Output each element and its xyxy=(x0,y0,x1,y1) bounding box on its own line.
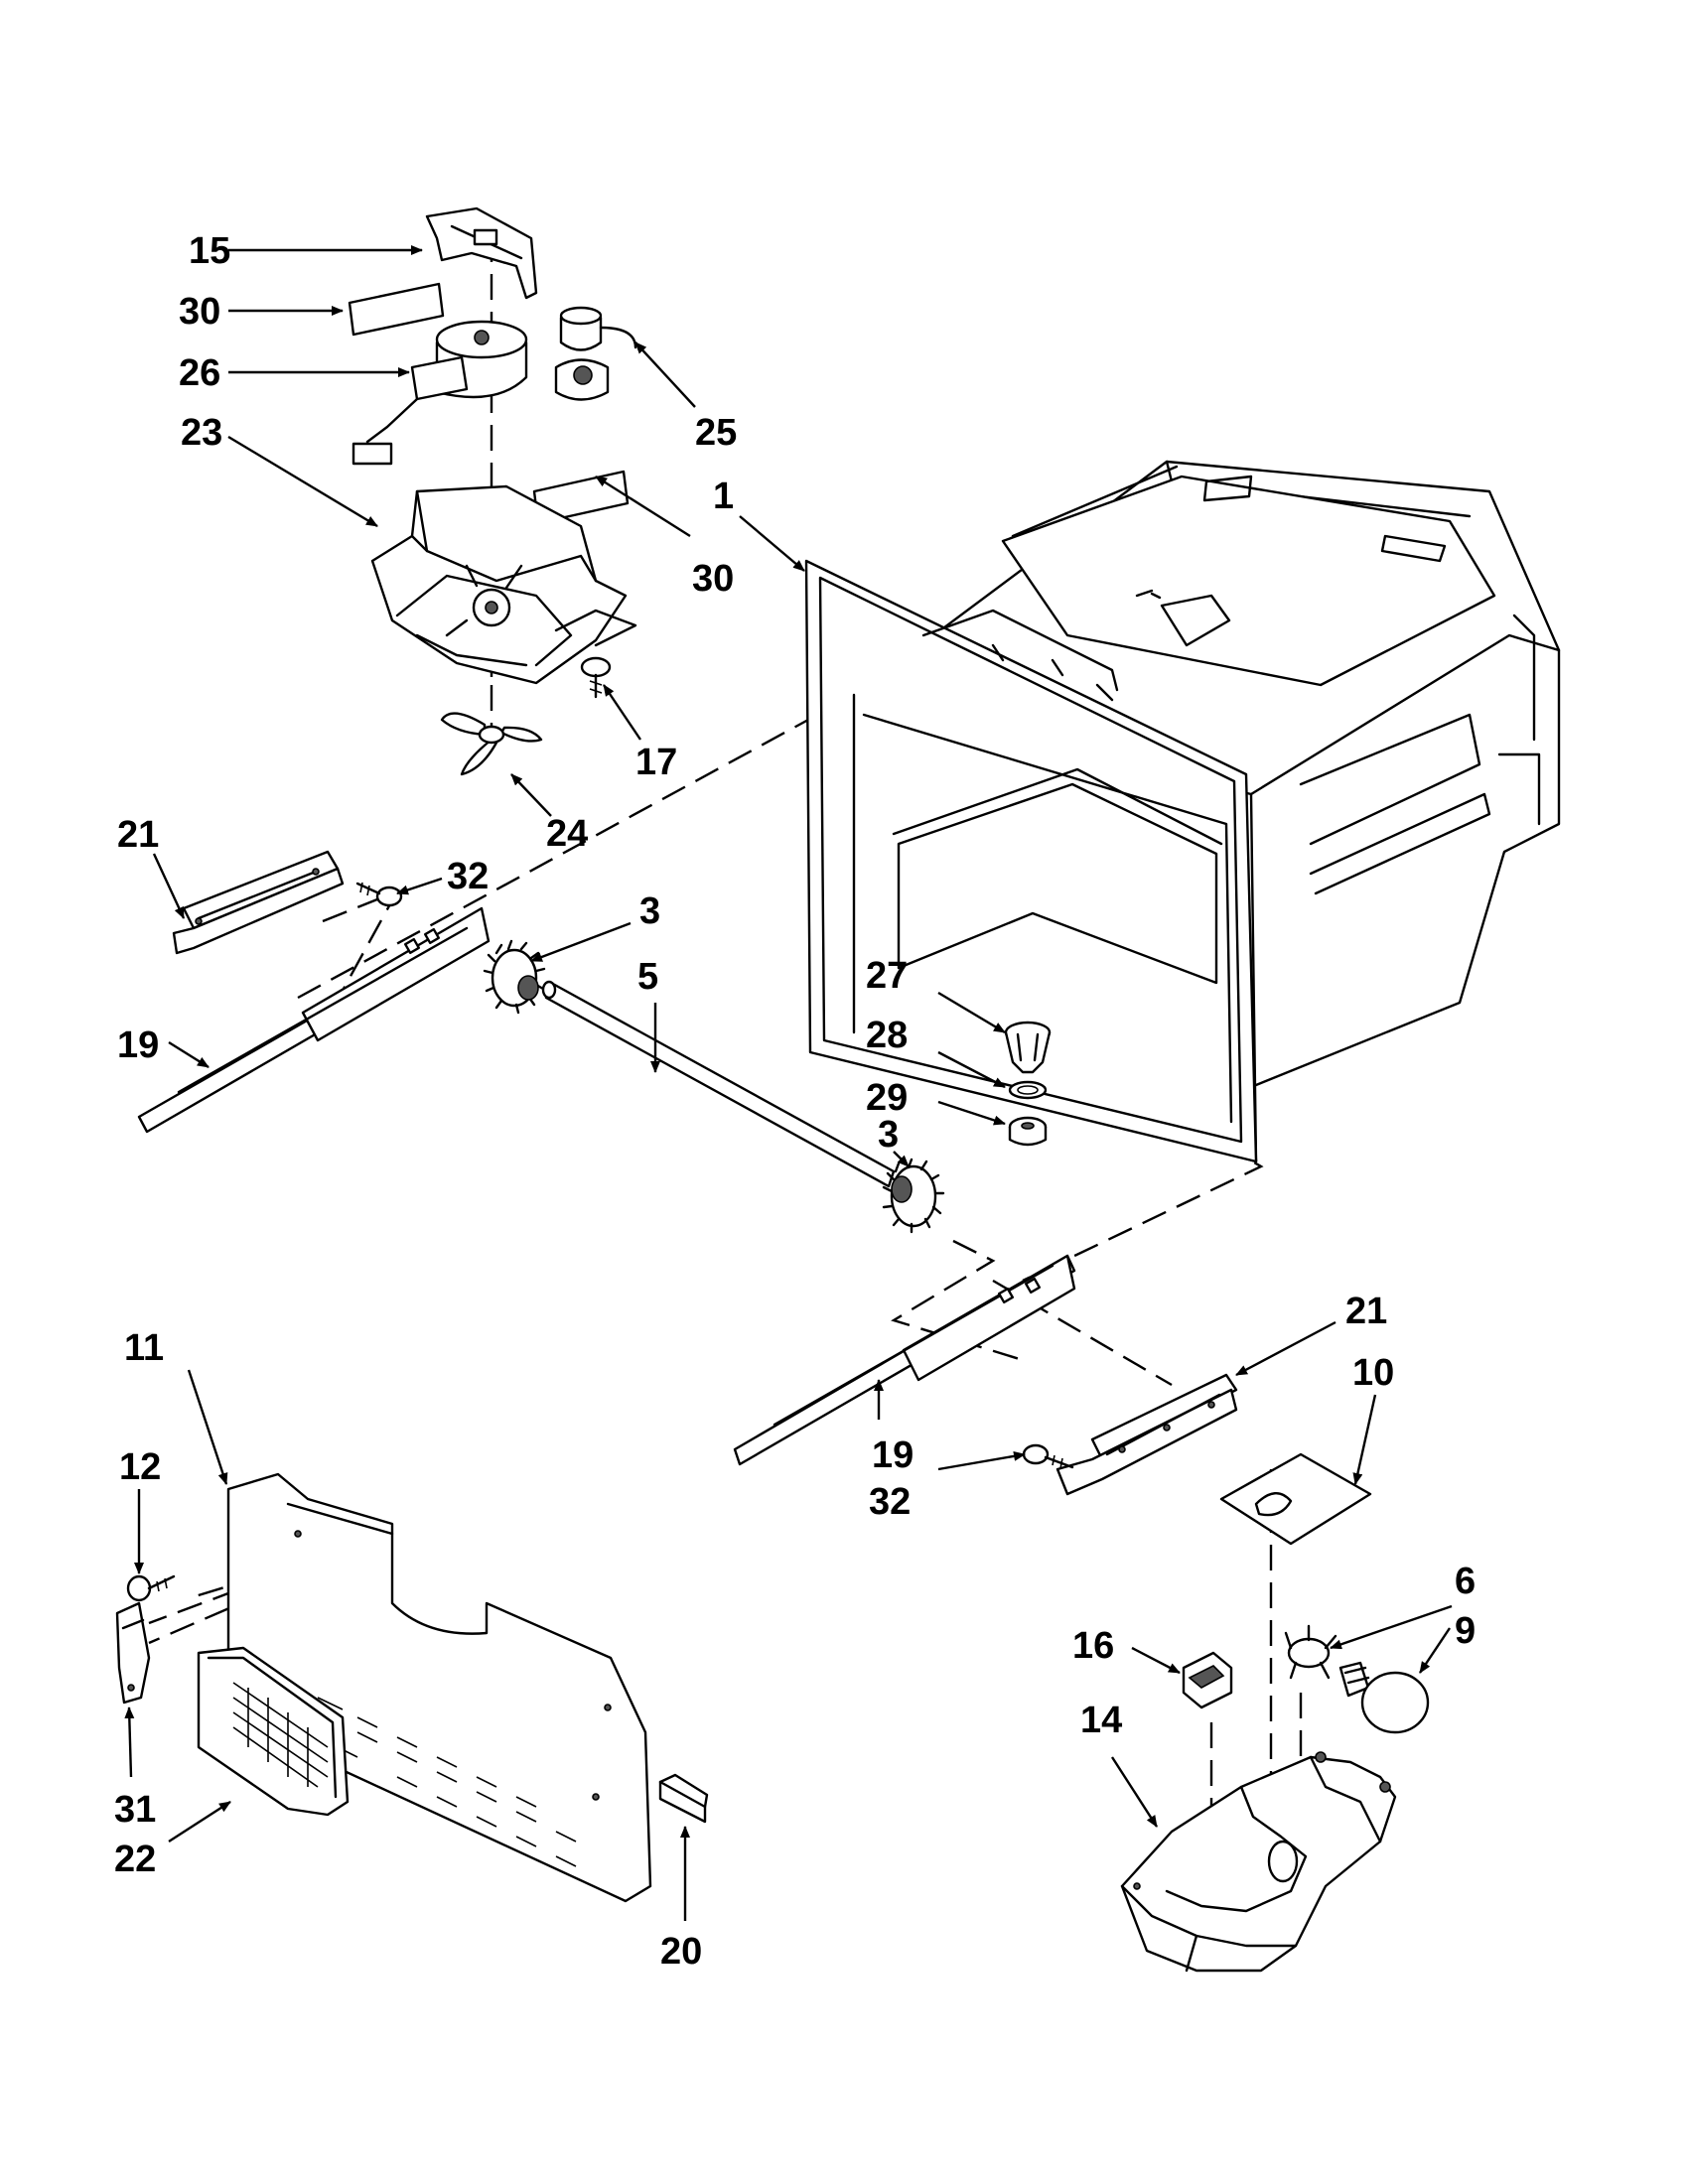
callout-27: 27 xyxy=(866,955,908,997)
wheel-29 xyxy=(1008,1116,1048,1147)
gear-left xyxy=(483,939,546,1015)
fan-housing xyxy=(370,484,637,685)
thermistor xyxy=(554,306,637,401)
light-housing-14 xyxy=(1120,1751,1397,1973)
callout-12: 12 xyxy=(119,1446,161,1488)
callout-30b: 30 xyxy=(692,558,734,600)
light-socket-6 xyxy=(1284,1624,1337,1680)
callout-20: 20 xyxy=(660,1931,702,1973)
caster-27 xyxy=(1004,1021,1052,1074)
callout-28: 28 xyxy=(866,1015,908,1056)
washer-28 xyxy=(1008,1080,1048,1100)
callout-31: 31 xyxy=(114,1789,156,1831)
callout-16: 16 xyxy=(1072,1625,1114,1667)
callout-14: 14 xyxy=(1080,1700,1122,1741)
callout-30: 30 xyxy=(179,291,220,333)
callout-21b: 21 xyxy=(1345,1291,1387,1332)
callout-19b: 19 xyxy=(872,1434,914,1476)
callout-32b: 32 xyxy=(869,1481,911,1523)
callout-32: 32 xyxy=(447,856,489,897)
callout-17: 17 xyxy=(635,742,677,783)
slide-rail-left xyxy=(137,906,491,1134)
callout-5: 5 xyxy=(637,956,658,998)
callout-15: 15 xyxy=(189,230,230,272)
callout-3: 3 xyxy=(639,890,660,932)
slide-rail-right xyxy=(733,1254,1076,1466)
callout-21: 21 xyxy=(117,814,159,856)
callout-23: 23 xyxy=(181,412,222,454)
callout-22: 22 xyxy=(114,1839,156,1880)
callout-3b: 3 xyxy=(878,1114,899,1156)
light-bulb-9 xyxy=(1338,1661,1430,1734)
hinge-cover-31 xyxy=(115,1601,151,1705)
axle xyxy=(541,980,896,1188)
leader-lines xyxy=(124,245,1453,1921)
gasket-strip-20 xyxy=(658,1773,709,1824)
callout-labels: 15 30 26 23 25 30 1 17 24 21 32 3 5 19 2… xyxy=(114,230,1476,1973)
callout-10: 10 xyxy=(1352,1352,1394,1394)
screw-17 xyxy=(580,656,612,699)
callout-25: 25 xyxy=(695,412,737,454)
callout-26: 26 xyxy=(179,352,220,394)
rail-bracket-left xyxy=(172,850,345,955)
fan-bracket xyxy=(425,206,538,300)
foam-pad-upper xyxy=(348,282,445,337)
label-sticker xyxy=(1219,1452,1372,1546)
switch-16 xyxy=(1182,1651,1233,1709)
callout-24: 24 xyxy=(546,813,588,855)
fan-blade xyxy=(440,712,543,776)
screw-32-left xyxy=(355,882,403,907)
grille-22 xyxy=(197,1646,350,1817)
freezer-bin xyxy=(804,460,1561,1163)
gear-right xyxy=(882,1158,945,1234)
screw-12 xyxy=(126,1574,176,1602)
callout-29: 29 xyxy=(866,1077,908,1119)
callout-1: 1 xyxy=(713,476,734,517)
callout-9: 9 xyxy=(1455,1610,1476,1652)
callout-11: 11 xyxy=(124,1327,164,1369)
callout-19: 19 xyxy=(117,1024,159,1066)
rail-bracket-right xyxy=(1055,1373,1238,1496)
callout-6: 6 xyxy=(1455,1561,1476,1602)
fan-motor xyxy=(352,320,528,466)
screw-32-right xyxy=(1022,1443,1074,1469)
